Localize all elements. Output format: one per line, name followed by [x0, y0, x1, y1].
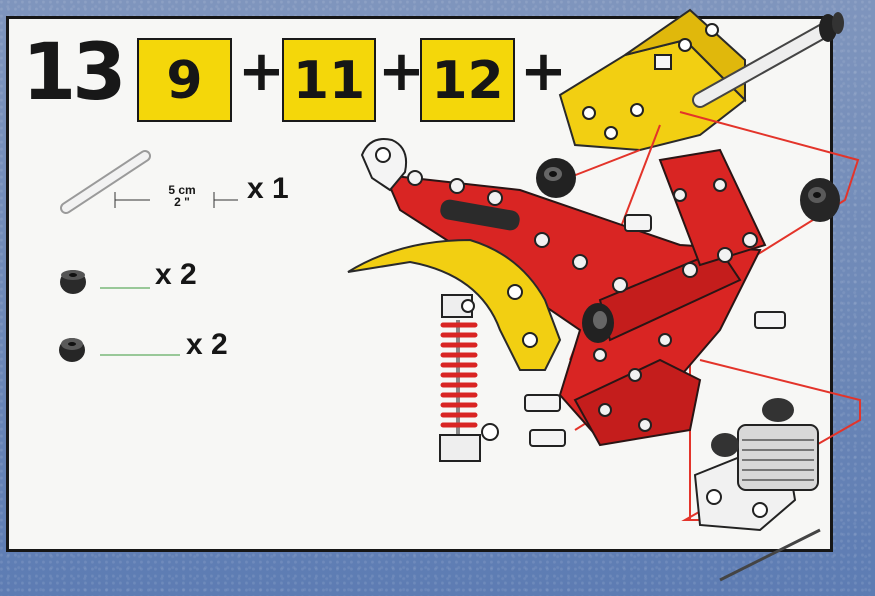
rod-icon: [66, 156, 238, 208]
assembly-spacer-part: [800, 178, 840, 222]
yellow-bracket-part: [560, 10, 745, 150]
assembly-washer-part: [536, 158, 576, 198]
motor-unit-part: [695, 398, 820, 580]
spring-shock-part: [440, 295, 498, 461]
washer-icon: [60, 270, 150, 294]
spacer-icon: [59, 338, 180, 362]
